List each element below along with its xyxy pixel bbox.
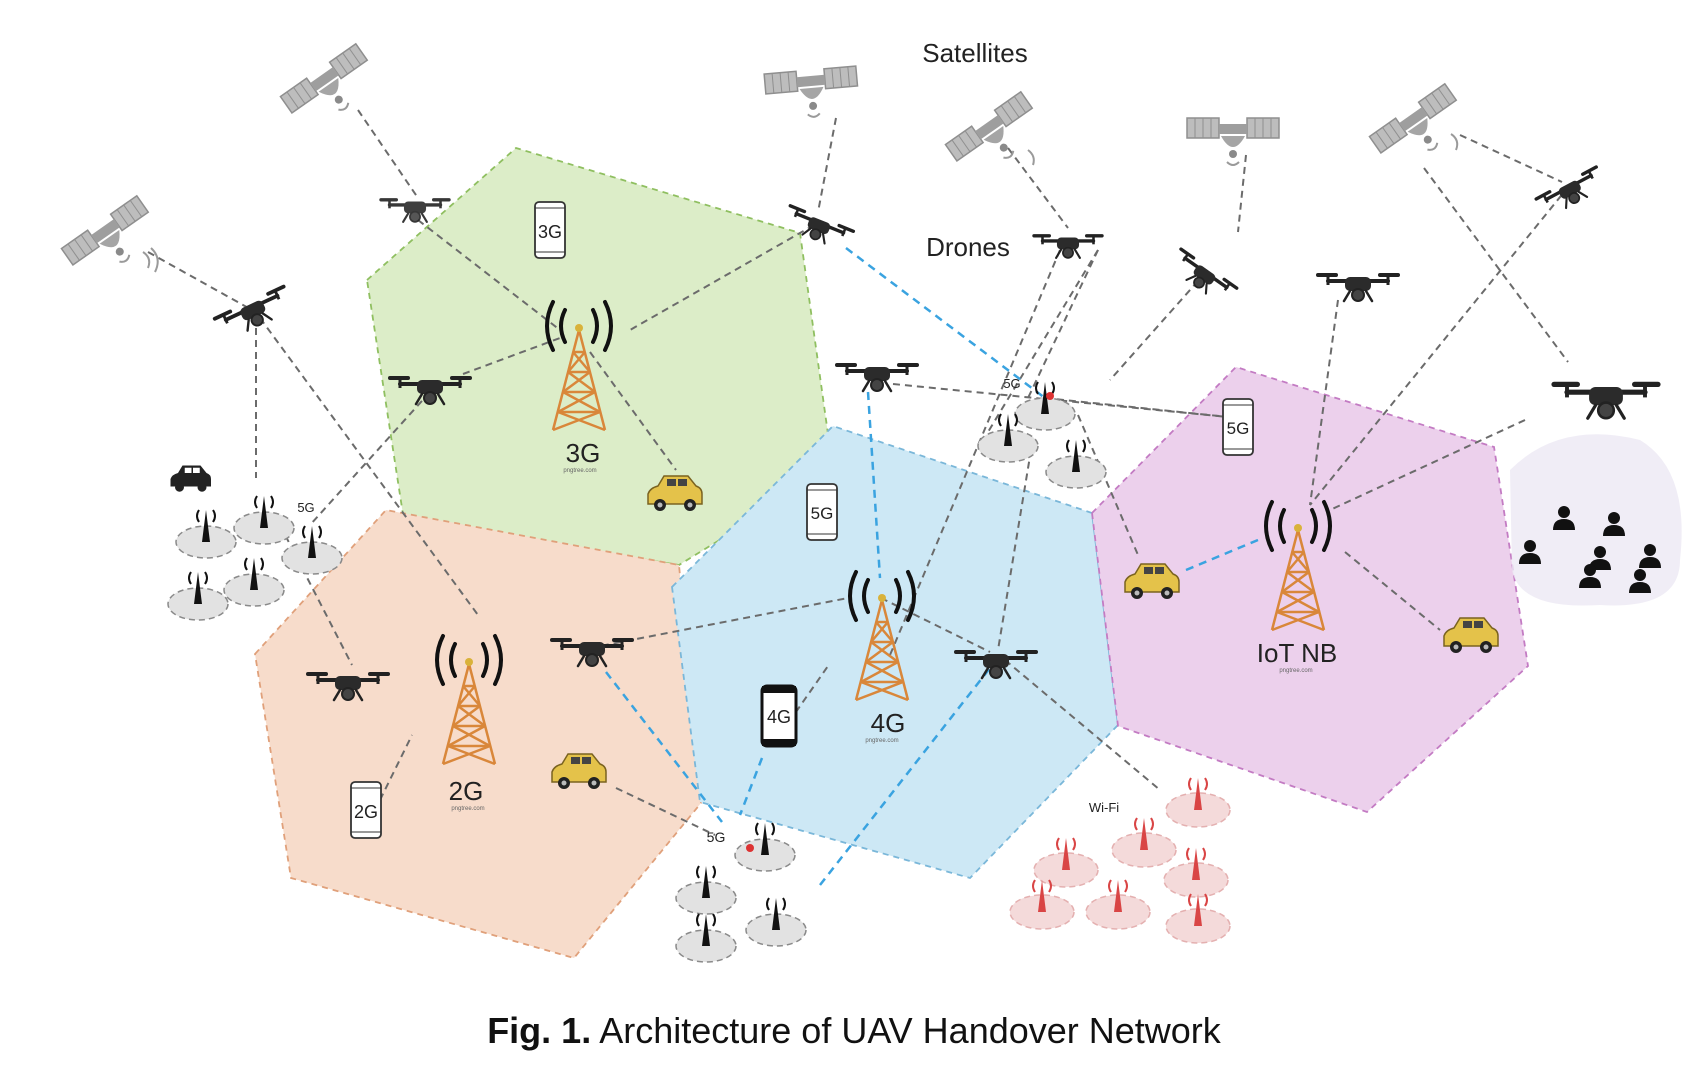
handover-links (605, 247, 1259, 886)
svg-text:pngtree.com: pngtree.com (563, 468, 596, 474)
satellite-signal-icon (142, 133, 1459, 273)
svg-text:pngtree.com: pngtree.com (865, 738, 898, 744)
satellite-icon (763, 65, 861, 122)
drone-icon (1032, 234, 1104, 260)
phone-5g-label: 5G (811, 504, 834, 523)
satellite-icon (60, 194, 165, 289)
svg-text:pngtree.com: pngtree.com (451, 806, 484, 812)
wifi-label: Wi-Fi (1089, 800, 1119, 815)
drones-label: Drones (926, 232, 1010, 262)
satellite-icon (1186, 117, 1280, 166)
cell-3g-label: 3G (566, 438, 601, 468)
drone-icon (1554, 384, 1658, 418)
small-cell-5g-label: 5G (1003, 376, 1020, 391)
cell-2g-label: 2G (449, 776, 484, 806)
links (147, 109, 1570, 836)
status-dot (746, 844, 754, 852)
cell-3g (366, 146, 834, 566)
drone-icon (1166, 247, 1239, 308)
phone-3g-label: 3G (538, 222, 562, 242)
small-cell-5g-label: 5G (707, 829, 726, 845)
drone-icon (1534, 165, 1609, 221)
satellites-label: Satellites (922, 38, 1028, 68)
satellite-icon (279, 42, 384, 137)
cell-iot-label: IoT NB (1257, 638, 1337, 668)
svg-text:pngtree.com: pngtree.com (1279, 668, 1312, 674)
caption-prefix: Fig. 1. (487, 1010, 592, 1051)
cell-4g-label: 4G (871, 708, 906, 738)
drone-icon (835, 363, 919, 393)
wifi-cluster (1009, 777, 1231, 944)
tower-watermark: pngtree.com pngtree.com pngtree.com pngt… (451, 468, 1312, 812)
phone-2g-label: 2G (354, 802, 378, 822)
car-icon (170, 465, 211, 492)
satellite-icon (944, 90, 1049, 185)
caption-text: Architecture of UAV Handover Network (599, 1010, 1221, 1051)
phone-4g-icon (760, 684, 798, 748)
satellite-icon (1368, 82, 1473, 177)
small-cell-5g-label: 5G (297, 500, 314, 515)
phone-4g-label: 4G (767, 707, 791, 727)
figure-caption: Fig. 1. Architecture of UAV Handover Net… (0, 1010, 1708, 1052)
cell-2g (254, 509, 702, 960)
uav-handover-diagram: 3G 2G 4G IoT NB pngtree.com pngtree.com … (60, 38, 1682, 963)
phone-5g-label: 5G (1227, 419, 1250, 438)
status-dot (1046, 392, 1054, 400)
drone-icon (1316, 273, 1400, 303)
crowd-area (1510, 434, 1682, 606)
small-cell-cluster-bottom (675, 822, 807, 963)
